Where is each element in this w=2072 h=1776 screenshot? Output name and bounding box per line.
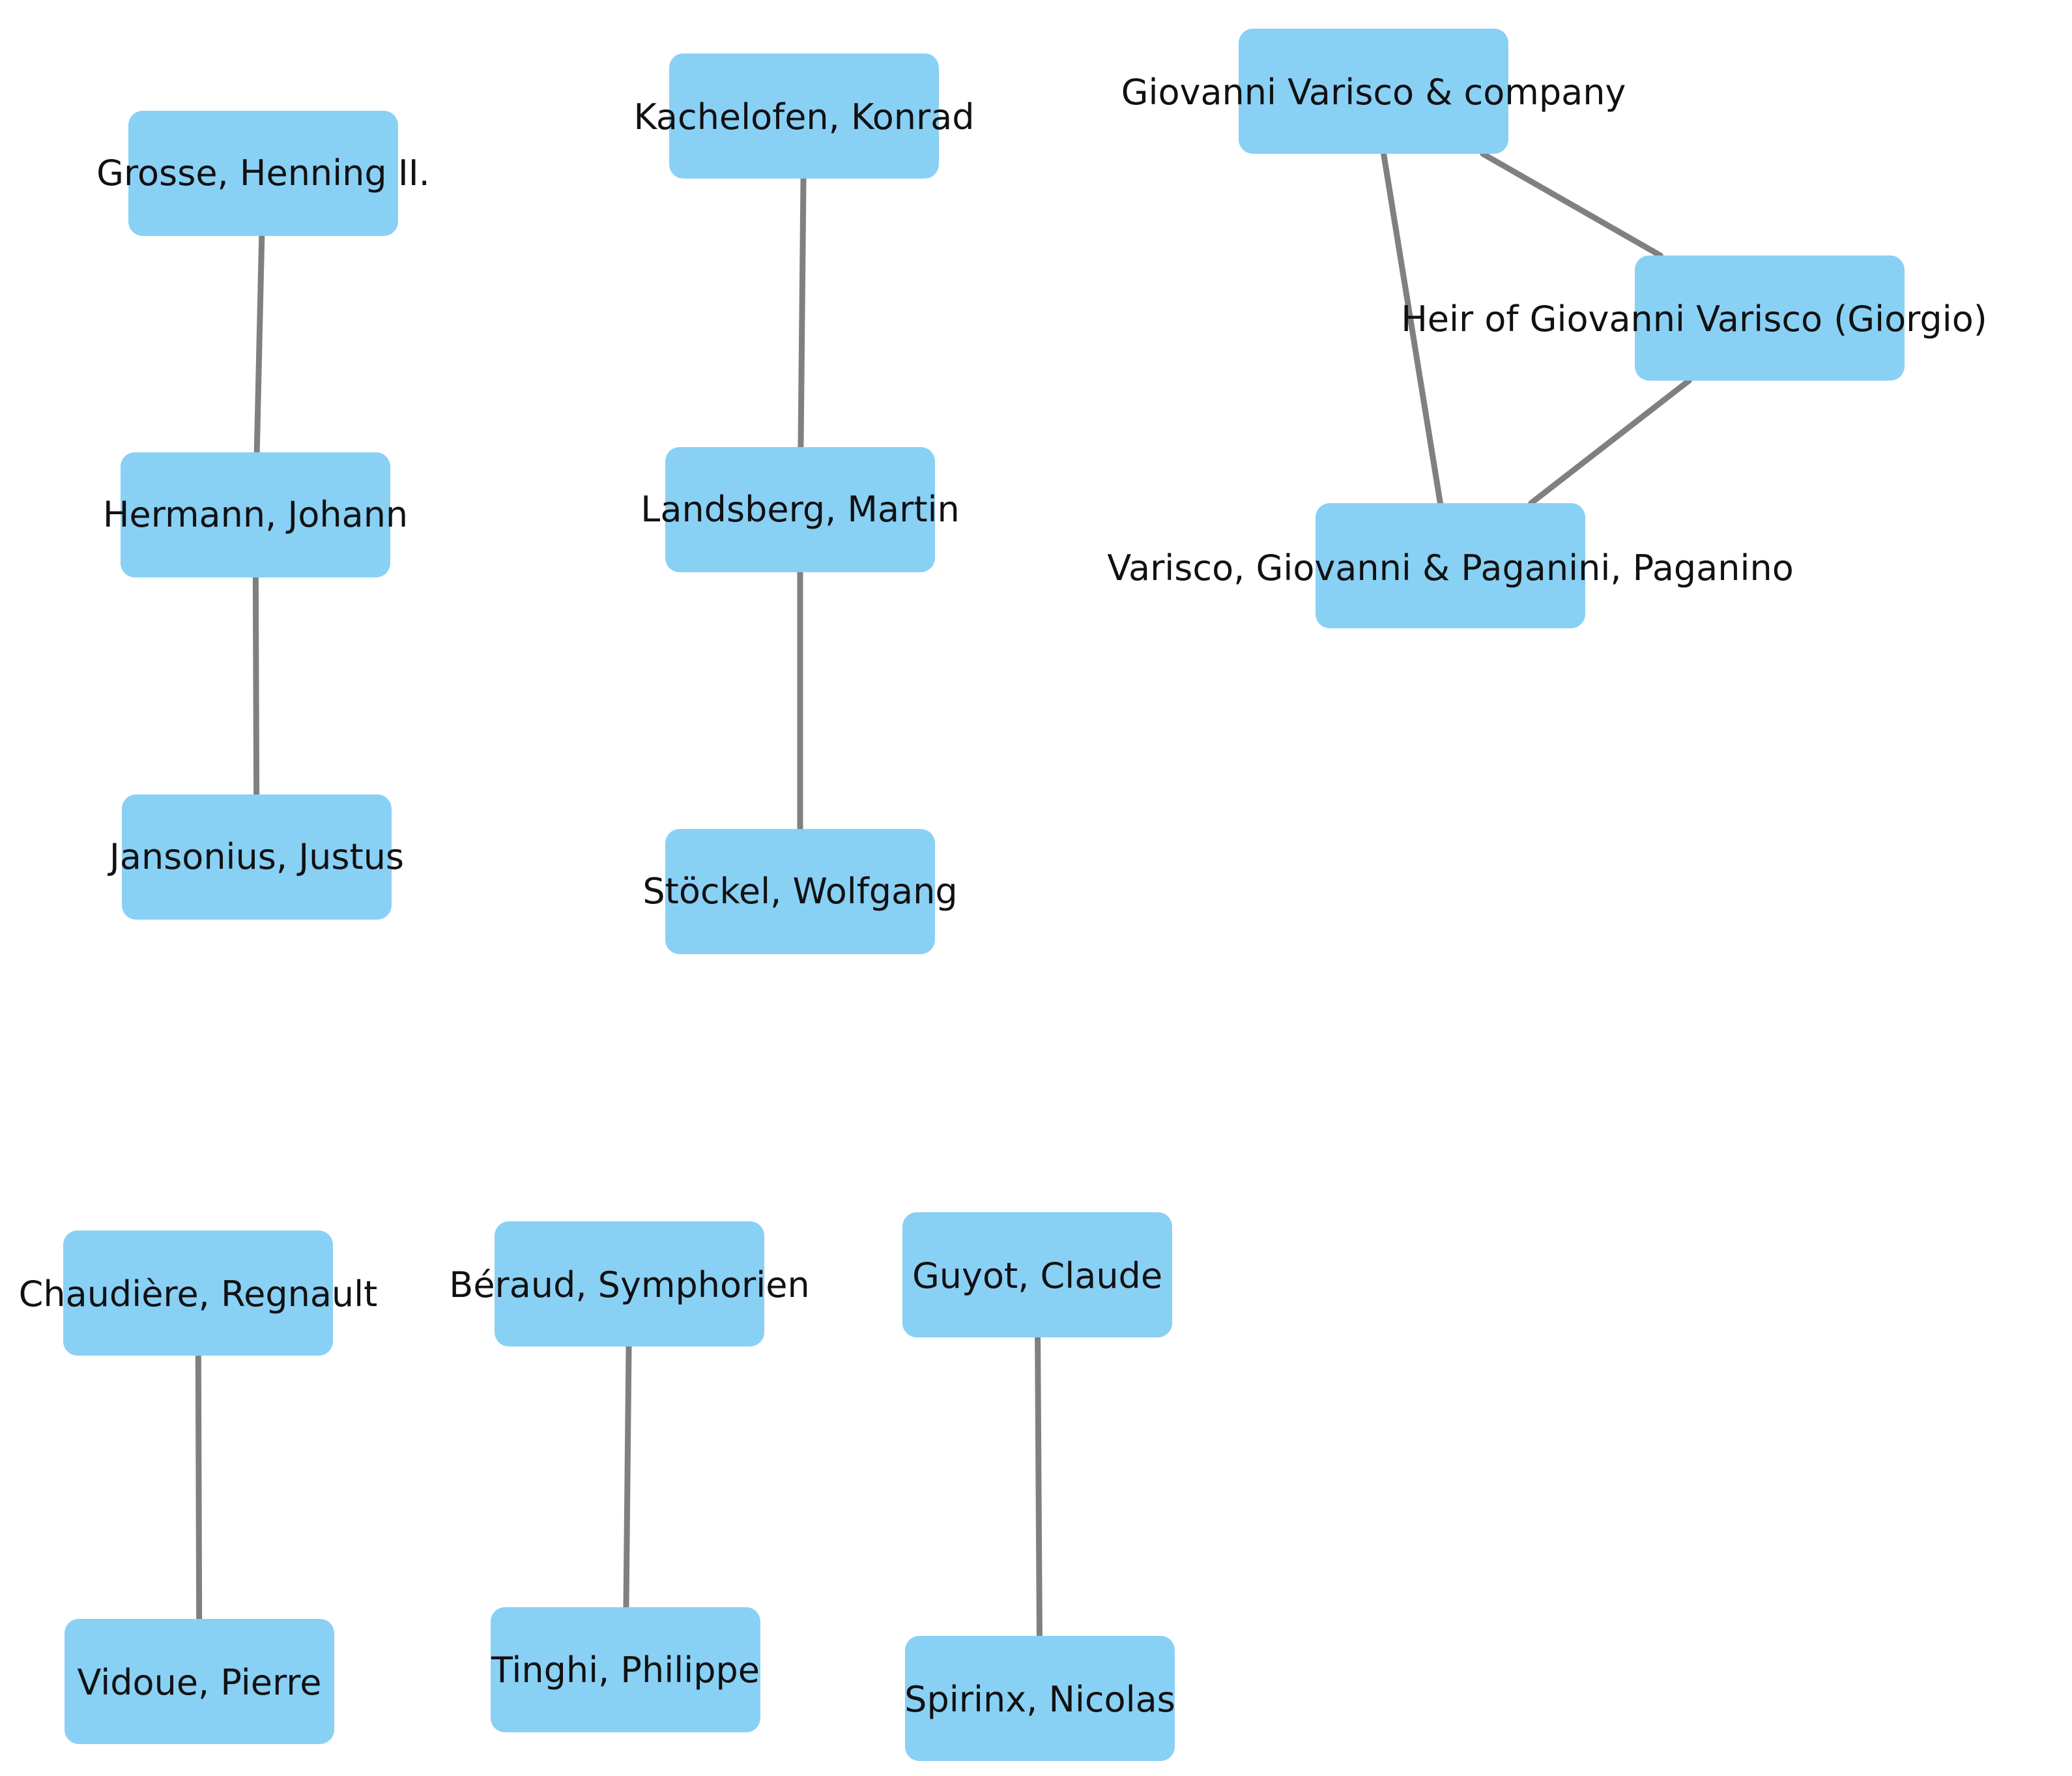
node-label-vidoue: Vidoue, Pierre xyxy=(77,1662,322,1703)
node-hermann[interactable] xyxy=(121,452,390,577)
node-label-spirinx: Spirinx, Nicolas xyxy=(904,1679,1175,1720)
node-label-jansonius: Jansonius, Justus xyxy=(109,836,405,877)
edge-beraud-tinghi xyxy=(623,1343,632,1610)
node-label-chaudiere: Chaudière, Regnault xyxy=(18,1274,378,1315)
edge-guyot-spirinx xyxy=(1035,1334,1043,1639)
edge-varisco_company-varisco_paganini xyxy=(1381,151,1443,506)
node-label-tinghi: Tinghi, Philippe xyxy=(491,1650,760,1691)
node-tinghi[interactable] xyxy=(491,1607,760,1732)
node-label-kachelofen: Kachelofen, Konrad xyxy=(633,96,975,138)
edge-chaudiere-vidoue xyxy=(195,1352,203,1622)
node-landsberg[interactable] xyxy=(665,447,935,572)
node-varisco_company[interactable] xyxy=(1239,29,1508,154)
edge-kachelofen-landsberg xyxy=(798,175,807,450)
node-label-heir_varisco: Heir of Giovanni Varisco (Giorgio) xyxy=(1401,298,1987,340)
node-chaudiere[interactable] xyxy=(63,1230,333,1356)
node-label-landsberg: Landsberg, Martin xyxy=(640,489,960,530)
node-label-beraud: Béraud, Symphorien xyxy=(449,1264,810,1305)
node-label-hermann: Hermann, Johann xyxy=(102,494,409,535)
node-label-grosse: Grosse, Henning II. xyxy=(96,153,430,194)
edge-heir_varisco-varisco_paganini xyxy=(1528,377,1692,506)
edge-grosse-hermann xyxy=(253,233,265,456)
node-label-varisco_company: Giovanni Varisco & company xyxy=(1121,72,1626,113)
node-label-varisco_paganini: Varisco, Giovanni & Paganini, Paganino xyxy=(1107,547,1794,589)
edge-varisco_company-heir_varisco xyxy=(1480,151,1663,259)
node-grosse[interactable] xyxy=(128,111,398,236)
node-beraud[interactable] xyxy=(495,1221,764,1347)
node-varisco_paganini[interactable] xyxy=(1316,503,1585,628)
node-label-guyot: Guyot, Claude xyxy=(912,1255,1163,1296)
node-jansonius[interactable] xyxy=(122,794,392,920)
node-vidoue[interactable] xyxy=(65,1619,334,1744)
node-label-stoeckel: Stöckel, Wolfgang xyxy=(642,871,958,912)
node-heir_varisco[interactable] xyxy=(1635,255,1905,381)
node-spirinx[interactable] xyxy=(905,1636,1175,1761)
node-guyot[interactable] xyxy=(902,1212,1172,1337)
node-kachelofen[interactable] xyxy=(669,53,939,179)
edge-hermann-jansonius xyxy=(252,574,260,798)
node-stoeckel[interactable] xyxy=(665,829,935,954)
